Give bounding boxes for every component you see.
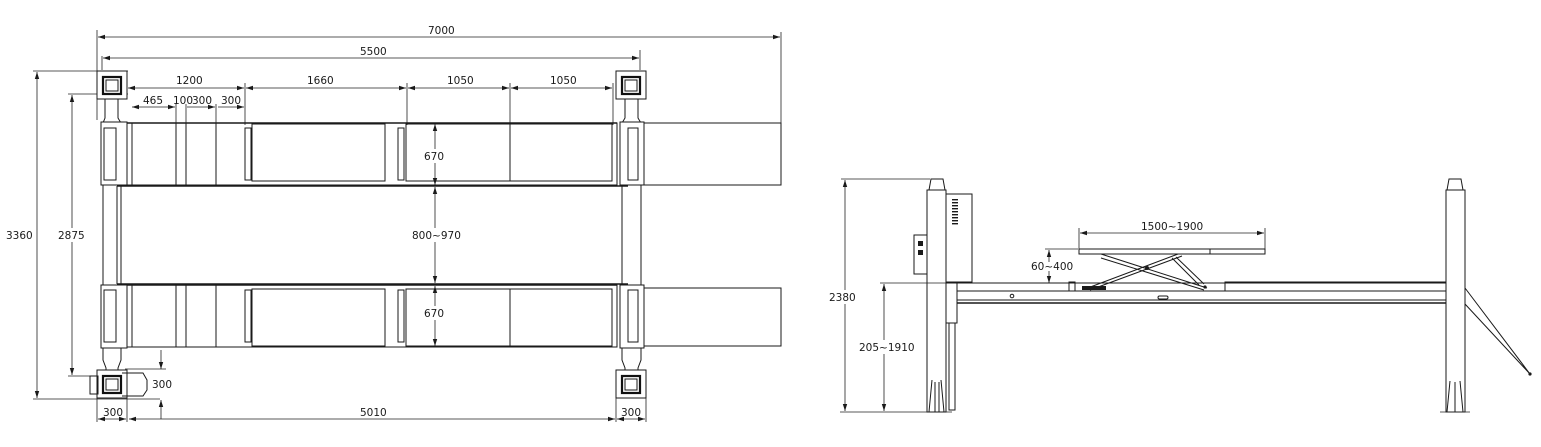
dim-text-205-1910: 205~1910 <box>859 342 915 354</box>
approach-ramp-right-top <box>643 122 782 186</box>
dim-post-span-length: 5500 <box>101 46 641 70</box>
left-crossbeam-bottom <box>100 284 128 349</box>
dim-text-5010: 5010 <box>360 407 387 419</box>
side-left-post <box>913 178 973 413</box>
post-top-right <box>615 70 647 100</box>
post-bottom-right <box>615 369 647 399</box>
dim-base: 300 5010 300 300 <box>96 350 647 422</box>
dim-overall-width: 3360 <box>4 70 160 400</box>
post-bottom-left-with-power-unit <box>89 369 148 399</box>
dim-overall-length: 7000 <box>96 25 782 128</box>
dim-text-60-400: 60~400 <box>1031 261 1073 273</box>
runway-top <box>126 122 782 186</box>
dim-approach-ramp-sub: 465 100 300 300 <box>132 95 244 185</box>
dim-text-300-right: 300 <box>621 407 641 419</box>
dim-jack-lift-range: 60~400 <box>1031 248 1078 283</box>
dim-post-span-width: 2875 <box>56 93 128 377</box>
dim-text-800-970: 800~970 <box>412 230 461 242</box>
plan-view: 7000 5500 1200 1660 1050 1050 <box>4 25 782 422</box>
post-top-left <box>96 70 128 100</box>
dim-text-300-b: 300 <box>221 95 241 107</box>
dim-text-100: 100 <box>173 95 193 107</box>
approach-ramp-side <box>1464 287 1531 375</box>
left-column-stem <box>102 99 122 370</box>
approach-ramp-right-bottom <box>643 287 782 347</box>
vent-grille <box>952 199 958 225</box>
runway-bottom <box>126 284 782 348</box>
dim-text-2875: 2875 <box>58 230 85 242</box>
dim-text-465: 465 <box>143 95 163 107</box>
dim-overall-height: 2380 <box>826 178 930 411</box>
dim-text-300-a: 300 <box>192 95 212 107</box>
dim-text-7000: 7000 <box>428 25 455 37</box>
scissor-jack <box>1078 248 1266 291</box>
dim-text-1050-a: 1050 <box>447 75 474 87</box>
dim-text-670-bottom: 670 <box>424 308 444 320</box>
dim-text-1660: 1660 <box>307 75 334 87</box>
side-right-post <box>1440 178 1532 413</box>
dim-text-1500-1900: 1500~1900 <box>1141 221 1203 233</box>
dim-text-3360: 3360 <box>6 230 33 242</box>
dim-text-1050-b: 1050 <box>550 75 577 87</box>
dim-runway-widths: 670 800~970 670 <box>410 124 461 346</box>
dim-text-2380: 2380 <box>829 292 856 304</box>
dim-text-5500: 5500 <box>360 46 387 58</box>
dim-text-300-left: 300 <box>103 407 123 419</box>
side-view: 2380 205~1910 60~400 1500~1900 <box>826 178 1532 413</box>
dim-jack-length-range: 1500~1900 <box>1078 221 1266 249</box>
left-crossbeam-top <box>100 121 128 186</box>
dim-text-300-power-unit: 300 <box>152 379 172 391</box>
right-crossbeam-top <box>619 121 645 186</box>
dim-lift-height-range: 205~1910 <box>858 282 946 411</box>
power-unit-box <box>945 193 973 283</box>
right-column-stem <box>621 99 642 370</box>
dim-text-670-top: 670 <box>424 151 444 163</box>
dim-text-1200: 1200 <box>176 75 203 87</box>
right-crossbeam-bottom <box>619 284 645 349</box>
dim-ramp-segments: 1200 1660 1050 1050 <box>128 75 614 125</box>
